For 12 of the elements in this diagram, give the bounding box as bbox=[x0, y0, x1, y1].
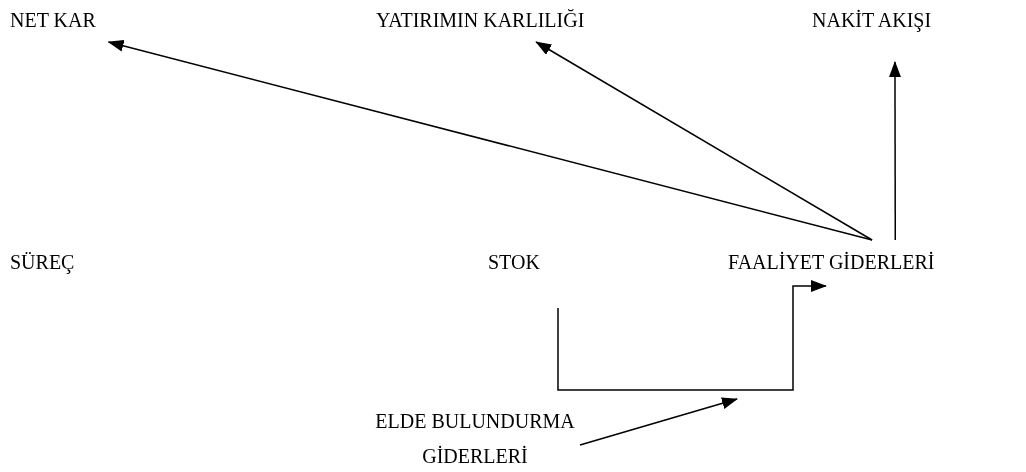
arrow bbox=[889, 61, 901, 241]
node-label: SÜREÇ bbox=[10, 250, 90, 276]
arrow bbox=[107, 39, 873, 241]
node-label: STOK bbox=[488, 250, 562, 308]
leader-line bbox=[579, 397, 738, 446]
node-label: NAKİT AKIŞI bbox=[812, 8, 990, 62]
node-label: FAALİYET GİDERLERİ bbox=[728, 240, 1022, 286]
node-label: ELDE BULUNDURMA GİDERLERİ bbox=[370, 404, 580, 470]
node-label: YATIRIMIN KARLILIĞI bbox=[376, 8, 684, 42]
arrow bbox=[557, 280, 827, 391]
node-label: NET KAR bbox=[10, 8, 138, 42]
arrow bbox=[535, 41, 873, 241]
